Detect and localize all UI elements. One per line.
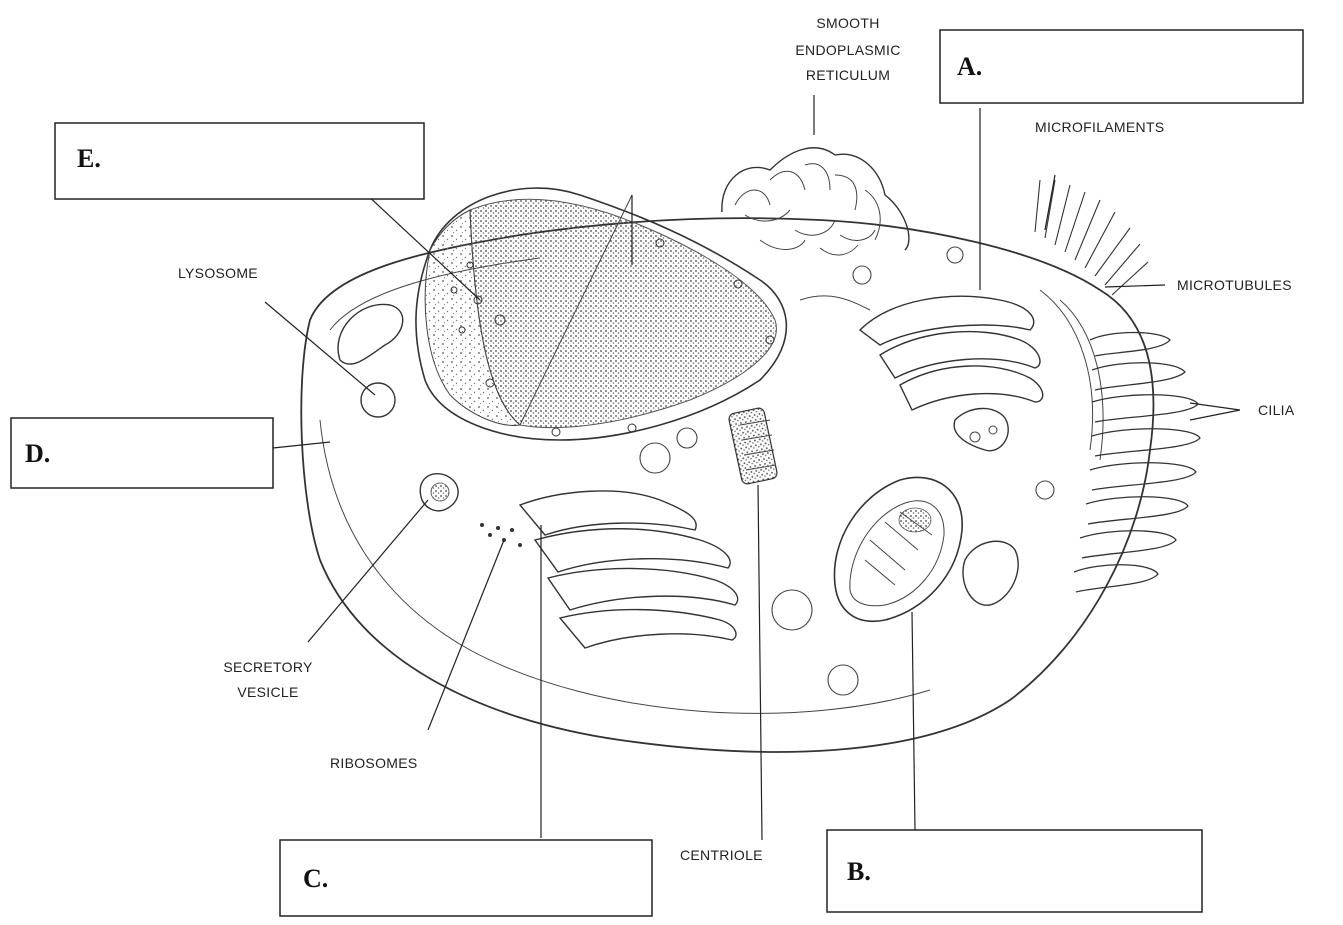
label-microfilaments: MICROFILAMENTS [1035,119,1164,135]
ribosomes [480,523,522,547]
answer-box-e[interactable]: E. [55,123,424,199]
label-smooth-er: SMOOTH ENDOPLASMIC RETICULUM [795,15,900,83]
answer-box-e-label: E. [77,144,101,173]
answer-box-c-label: C. [303,864,328,893]
answer-box-a-label: A. [957,52,982,81]
label-lysosome: LYSOSOME [178,265,258,281]
smooth-er [722,148,909,255]
mitochondrion-right [963,541,1018,605]
nucleus [416,188,786,440]
answer-box-c[interactable]: C. [280,840,652,916]
answer-box-b-label: B. [847,857,871,886]
label-cilia: CILIA [1258,402,1295,418]
centriole [728,407,778,485]
rough-er [520,491,738,648]
label-smooth-er-line1: SMOOTH [816,15,879,31]
label-centriole: CENTRIOLE [680,847,763,863]
label-secretory-vesicle-line2: VESICLE [237,684,298,700]
label-secretory-vesicle: SECRETORY VESICLE [223,659,313,700]
label-smooth-er-line2: ENDOPLASMIC [795,42,900,58]
label-smooth-er-line3: RETICULUM [806,67,890,83]
answer-box-d[interactable]: D. [11,418,273,488]
answer-box-a[interactable]: A. [940,30,1303,103]
microfilaments [1035,180,1148,295]
microtubules [1040,290,1103,460]
secretory-vesicle [420,474,458,511]
mitochondrion [834,477,962,621]
golgi-apparatus [800,296,1043,451]
answer-box-b[interactable]: B. [827,830,1202,912]
label-secretory-vesicle-line1: SECRETORY [223,659,313,675]
cilia [1074,333,1200,593]
answer-box-d-label: D. [25,439,50,468]
label-ribosomes: RIBOSOMES [330,755,418,771]
label-microtubules: MICROTUBULES [1177,277,1292,293]
